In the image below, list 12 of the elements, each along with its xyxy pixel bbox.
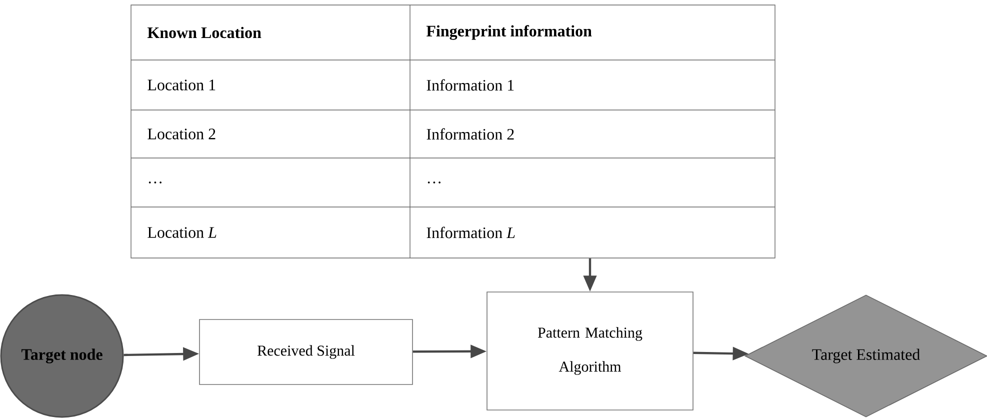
table-cell: Information 1 <box>426 79 514 91</box>
table-cell: Location 1 <box>148 80 216 90</box>
table-cell: Information L <box>426 226 515 238</box>
table-cell: Fingerprint information <box>426 25 592 40</box>
table-cell: Location 2 <box>148 128 216 140</box>
table-cell: Information 2 <box>426 128 514 140</box>
table-cell: … <box>148 182 162 184</box>
table-cell: Location L <box>148 227 216 238</box>
table-cell: Known Location <box>147 26 262 38</box>
table-cell: … <box>428 182 440 184</box>
process-box: Received Signal <box>199 319 413 385</box>
process-box: Pattern Matching Algorithm <box>486 292 694 410</box>
